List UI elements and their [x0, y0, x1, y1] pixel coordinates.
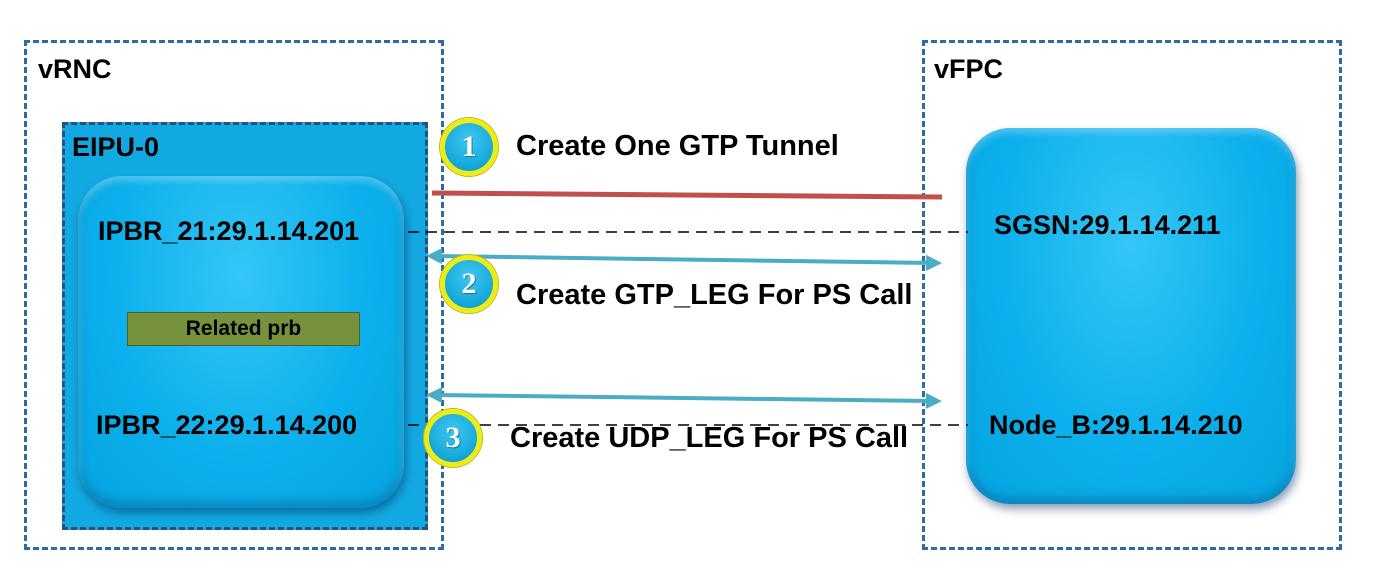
sgsn-address: SGSN:29.1.14.211: [994, 210, 1221, 240]
step-1-badge: 1: [440, 118, 498, 176]
eipu-title: EIPU-0: [72, 132, 160, 162]
vfpc-title: vFPC: [934, 54, 1004, 84]
gtp-tunnel-line: [431, 190, 943, 200]
udp-leg-arrow: [426, 387, 942, 409]
step-2-label: Create GTP_LEG For PS Call: [516, 279, 913, 311]
node-b-address: Node_B:29.1.14.210: [989, 410, 1243, 440]
step-2-badge: 2: [440, 255, 498, 313]
step-1-label: Create One GTP Tunnel: [516, 130, 839, 162]
step-3-badge: 3: [424, 409, 482, 467]
ipbr-21-address: IPBR_21:29.1.14.201: [98, 216, 360, 246]
step-3-label: Create UDP_LEG For PS Call: [510, 422, 909, 454]
gtp-leg-arrow: [426, 248, 942, 271]
vfpc-node: [966, 128, 1296, 504]
vrnc-title: vRNC: [38, 54, 112, 84]
related-prb-box: Related prb: [127, 312, 360, 346]
ipbr-22-address: IPBR_22:29.1.14.200: [96, 410, 358, 440]
